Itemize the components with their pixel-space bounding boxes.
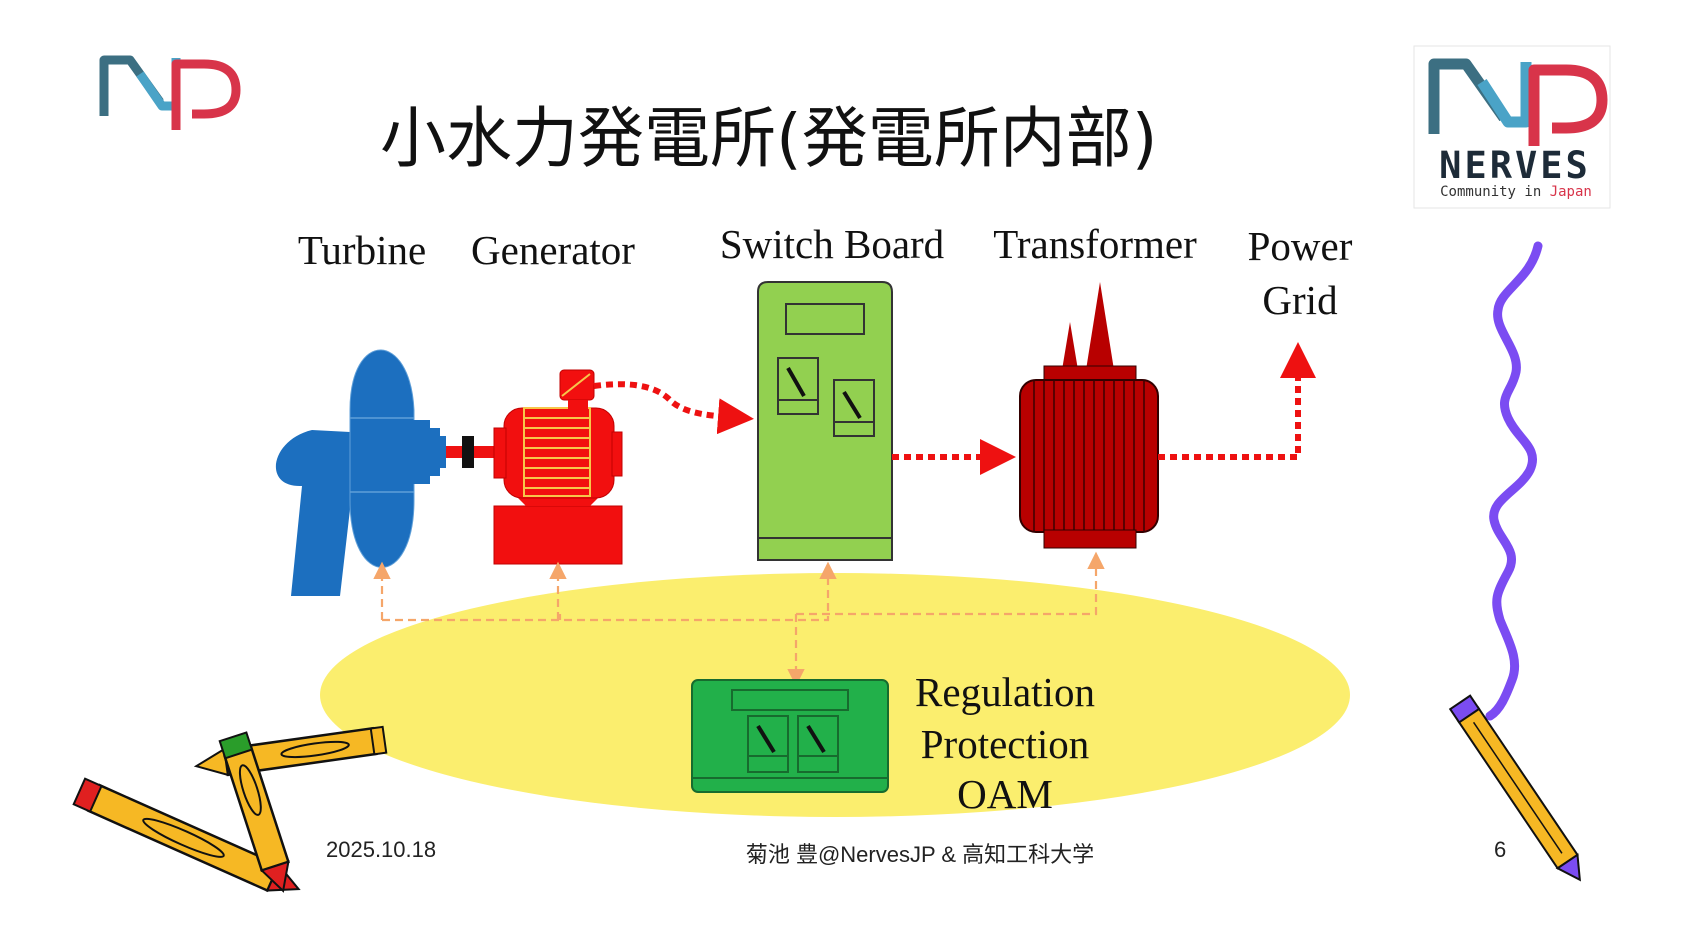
footer-date: 2025.10.18 bbox=[326, 837, 437, 862]
nerves-logo-icon bbox=[1413, 45, 1611, 209]
transformer-to-grid-arrow bbox=[1158, 342, 1316, 460]
transformer-label: Transformer bbox=[993, 221, 1197, 267]
control-panel-icon bbox=[691, 679, 889, 793]
nerves-logo-subtitle-japan: Japan bbox=[1549, 184, 1592, 200]
power-grid-label-line2: Grid bbox=[1262, 277, 1338, 323]
switch-board-icon bbox=[757, 281, 893, 561]
nerves-logo-word: NERVES bbox=[1439, 144, 1591, 187]
regulation-label: Regulation bbox=[915, 669, 1095, 715]
slide-title: 小水力発電所(発電所内部) bbox=[380, 100, 1158, 177]
oam-label: OAM bbox=[957, 771, 1053, 817]
nerves-logo-subtitle: Community in Japan bbox=[1426, 184, 1606, 200]
footer-page-number: 6 bbox=[1494, 837, 1507, 862]
nerves-logo-subtitle-prefix: Community in bbox=[1440, 184, 1550, 200]
pencils-clipart bbox=[72, 725, 388, 893]
transformer-icon bbox=[1019, 282, 1159, 549]
power-grid-label-line1: Power bbox=[1247, 223, 1353, 269]
lightning-clipart bbox=[1485, 241, 1543, 721]
pencil-clipart bbox=[1448, 694, 1582, 882]
protection-label: Protection bbox=[920, 721, 1090, 767]
generator-to-switchboard-arrow bbox=[593, 381, 754, 435]
generator-label: Generator bbox=[471, 227, 635, 273]
footer-author: 菊池 豊@NervesJP & 高知工科大学 bbox=[745, 842, 1095, 867]
control-links bbox=[373, 551, 1105, 687]
turbine-icon bbox=[275, 349, 494, 596]
turbine-label: Turbine bbox=[297, 227, 427, 273]
switch-board-label: Switch Board bbox=[719, 221, 945, 267]
power-flow-arrows bbox=[593, 342, 1316, 475]
njp-logo-icon bbox=[99, 55, 241, 130]
generator-icon bbox=[493, 369, 623, 565]
